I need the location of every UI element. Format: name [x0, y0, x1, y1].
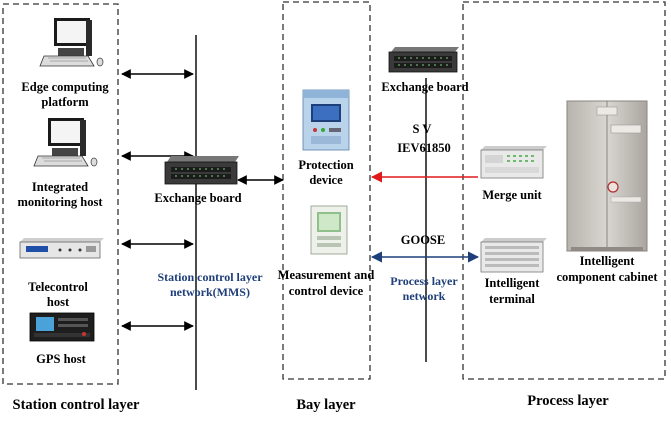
process-network-label-1: Process layer	[390, 274, 458, 288]
edge-computing-label-2: platform	[41, 95, 89, 109]
intelligent-component-cabinet-icon	[566, 100, 648, 252]
merge-unit-label: Merge unit	[482, 188, 542, 202]
intelligent-terminal-label-2: terminal	[489, 292, 535, 306]
cabinet-label-1: Intelligent	[580, 254, 636, 268]
merge-unit-icon	[480, 146, 547, 179]
station-network-label-1: Station control layer	[157, 270, 263, 284]
protection-device-icon	[302, 89, 350, 151]
integrated-monitoring-label-1: Integrated	[32, 180, 88, 194]
telecontrol-label-1: Telecontrol	[28, 280, 88, 294]
measurement-label-2: control device	[289, 284, 364, 298]
integrated-monitoring-label-2: monitoring host	[17, 195, 103, 209]
process-layer-frame	[462, 1, 666, 380]
intelligent-terminal-label-1: Intelligent	[485, 276, 541, 290]
measurement-label-1: Measurement and	[278, 268, 375, 282]
cabinet-label-2: component cabinet	[556, 270, 658, 284]
station-layer-title: Station control layer	[13, 397, 141, 413]
process-network-label-2: network	[403, 289, 446, 303]
gps-host-label: GPS host	[36, 352, 87, 366]
iev61850-label: IEV61850	[397, 141, 450, 155]
rack-device-icon	[19, 238, 104, 259]
exchange-board-process-label: Exchange board	[381, 80, 468, 94]
station-layer-frame	[2, 3, 119, 385]
bay-layer-title: Bay layer	[296, 397, 356, 413]
intelligent-terminal-icon	[480, 238, 547, 273]
sv-label: S V	[413, 122, 432, 136]
exchange-board-process	[388, 47, 459, 73]
measurement-control-device-icon	[310, 205, 348, 255]
edge-computing-label-1: Edge computing	[21, 80, 109, 94]
exchange-board-station	[164, 156, 239, 185]
bay-layer-frame	[282, 1, 371, 380]
exchange-board-station-label: Exchange board	[154, 191, 241, 205]
protection-label-2: device	[309, 173, 343, 187]
gps-receiver-icon	[29, 312, 95, 342]
desktop-computer-icon	[33, 118, 98, 167]
desktop-computer-icon	[39, 18, 104, 67]
process-layer-title: Process layer	[527, 393, 609, 409]
protection-label-1: Protection	[298, 158, 353, 172]
station-network-label-2: network(MMS)	[170, 285, 250, 299]
telecontrol-label-2: host	[47, 295, 70, 309]
goose-label: GOOSE	[401, 233, 445, 247]
